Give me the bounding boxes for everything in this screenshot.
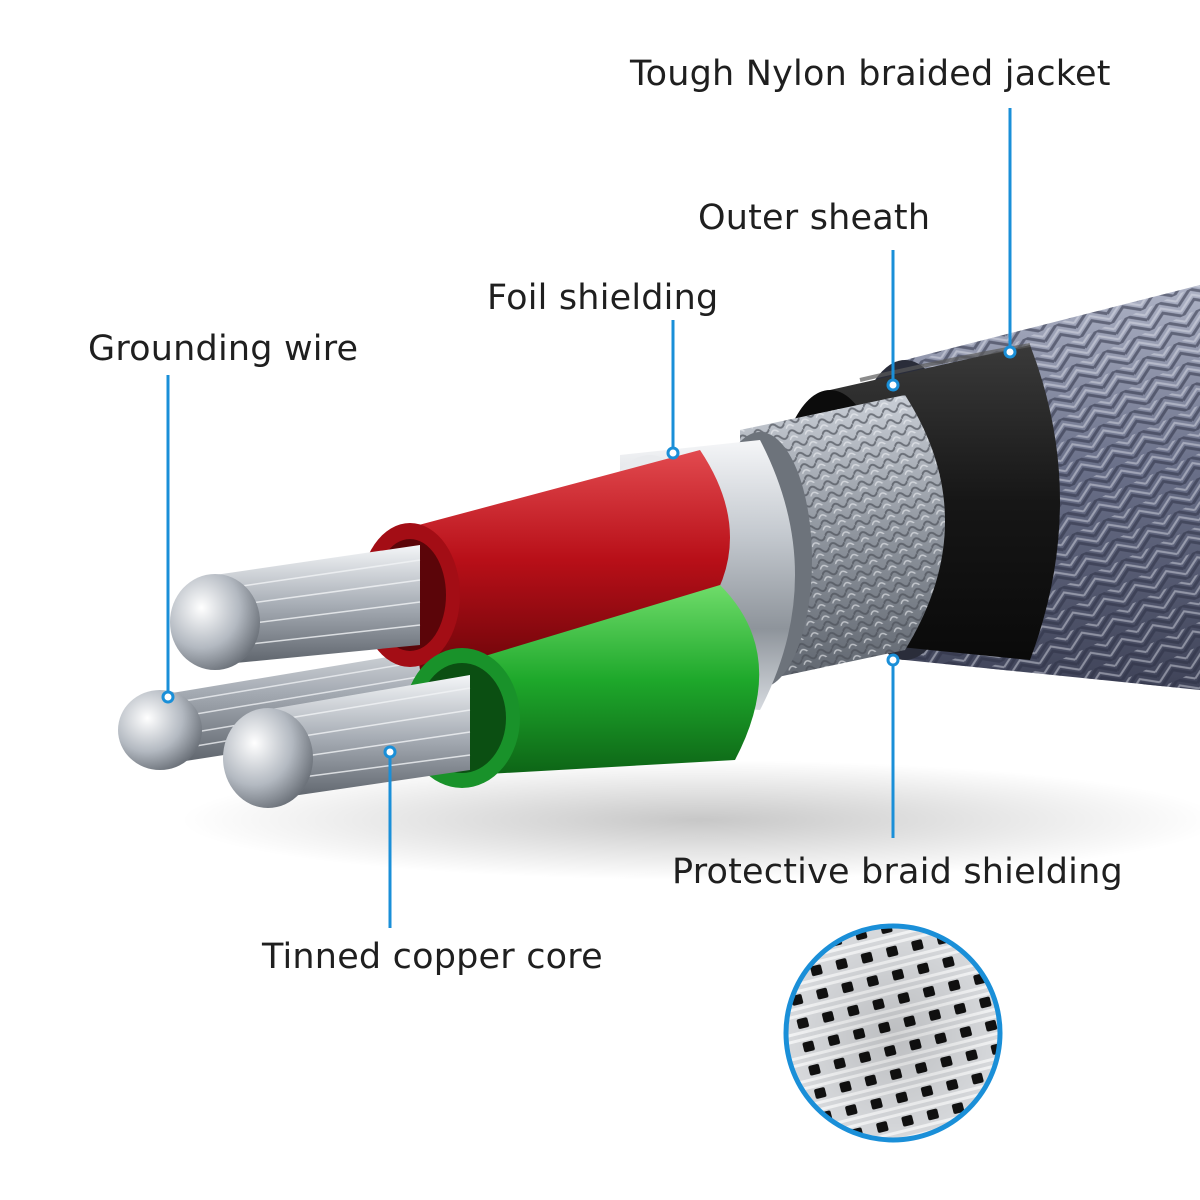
label-braid-shielding: Protective braid shielding <box>672 852 1123 892</box>
label-foil-shielding: Foil shielding <box>487 278 719 318</box>
label-nylon-jacket: Tough Nylon braided jacket <box>630 54 1111 94</box>
callout-ground-dot <box>161 690 175 704</box>
callout-foil-dot <box>666 446 680 460</box>
callout-braid-dot <box>886 653 900 667</box>
callout-lines <box>161 108 1017 928</box>
callout-core-dot <box>383 745 397 759</box>
label-grounding-wire: Grounding wire <box>88 329 359 369</box>
label-outer-sheath: Outer sheath <box>698 198 931 238</box>
green-conductor <box>223 585 760 808</box>
cable-shadow <box>180 760 1200 880</box>
braid-magnifier-circle <box>783 923 1003 1143</box>
label-copper-core: Tinned copper core <box>262 937 603 977</box>
callout-jacket-dot <box>1003 345 1017 359</box>
callout-sheath-dot <box>886 378 900 392</box>
